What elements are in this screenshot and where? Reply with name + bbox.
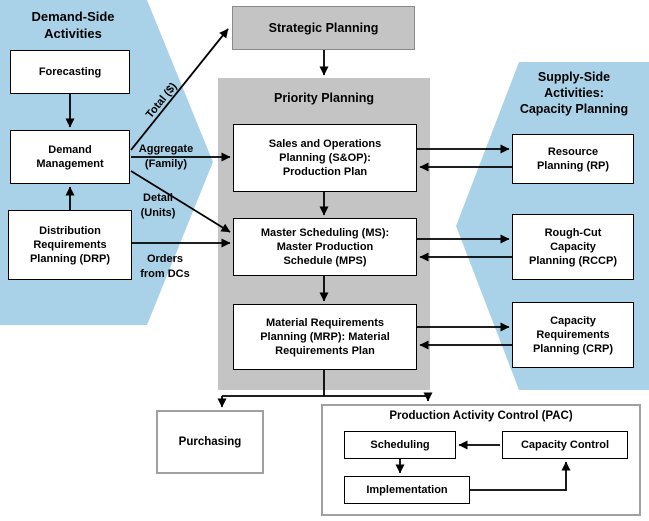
demand-management-box: Demand Management <box>10 130 130 184</box>
aggregate-flow-label: Aggregate (Family) <box>138 143 194 170</box>
detail-flow-label: Detail (Units) <box>140 192 176 219</box>
implementation-box: Implementation <box>344 476 470 504</box>
crp-box: Capacity Requirements Planning (CRP) <box>512 302 634 368</box>
orders-flow-label: Orders from DCs <box>140 253 190 280</box>
resource-planning-box: Resource Planning (RP) <box>512 134 634 184</box>
ms-box: Master Scheduling (MS): Master Productio… <box>233 218 417 276</box>
drp-box: Distribution Requirements Planning (DRP) <box>8 210 132 280</box>
purchasing-box: Purchasing <box>156 410 264 474</box>
total-flow-label: Total ($) <box>143 80 180 121</box>
demand-side-title: Demand-Side Activities <box>31 9 115 41</box>
mrp-box: Material Requirements Planning (MRP): Ma… <box>233 304 417 370</box>
sop-box: Sales and Operations Planning (S&OP): Pr… <box>233 124 417 192</box>
priority-planning-title: Priority Planning <box>273 90 374 105</box>
strategic-planning-box: Strategic Planning <box>232 6 415 50</box>
scheduling-box: Scheduling <box>344 431 456 459</box>
supply-side-title: Supply-Side Activities: Capacity Plannin… <box>519 69 629 117</box>
forecasting-box: Forecasting <box>10 50 130 94</box>
rccp-box: Rough-Cut Capacity Planning (RCCP) <box>512 214 634 280</box>
capacity-control-box: Capacity Control <box>502 431 628 459</box>
pac-title: Production Activity Control (PAC) <box>389 410 573 423</box>
